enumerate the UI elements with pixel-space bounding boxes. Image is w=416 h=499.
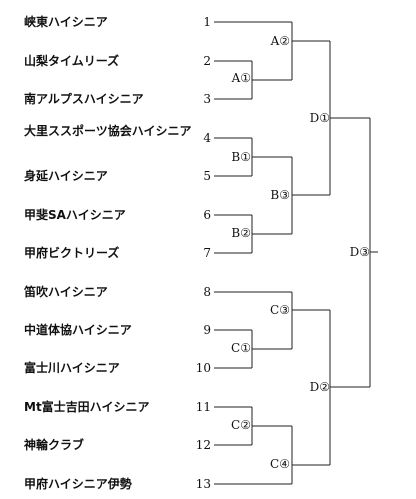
team-name-12: 神輪クラブ [24,438,85,452]
team-name-1: 峡東ハイシニア [24,15,108,29]
match-label-c2: C② [231,418,251,432]
seed-number-8: 8 [203,285,211,299]
match-label-d2: D② [309,380,330,394]
match-label-b3: B③ [270,188,290,202]
team-name-4: 大里ススポーツ協会ハイシニア [24,124,192,138]
seed-number-3: 3 [203,92,211,106]
team-name-8: 笛吹ハイシニア [24,285,108,299]
seed-number-4: 4 [203,131,211,145]
match-label-c4: C④ [270,457,290,471]
match-label-a2: A② [270,34,290,48]
team-name-9: 中道体協ハイシニア [24,323,132,337]
match-label-a1: A① [231,71,251,85]
team-name-3: 南アルプスハイシニア [24,92,144,106]
seed-number-7: 7 [203,246,211,260]
seed-number-5: 5 [203,169,211,183]
seed-number-11: 11 [195,400,211,414]
team-name-13: 甲府ハイシニア伊勢 [24,477,132,491]
team-name-11: Mt富士吉田ハイシニア [24,400,150,414]
match-label-b1: B① [231,150,251,164]
team-name-6: 甲斐SAハイシニア [24,208,126,222]
seed-number-10: 10 [195,361,211,375]
seed-number-13: 13 [195,477,211,491]
seed-number-1: 1 [203,15,211,29]
seed-number-6: 6 [203,208,211,222]
team-name-2: 山梨タイムリーズ [24,54,120,68]
seed-number-2: 2 [203,54,211,68]
match-label-c3: C③ [270,303,290,317]
seed-number-12: 12 [195,438,211,452]
team-name-5: 身延ハイシニア [24,169,108,183]
match-label-d1: D① [309,111,330,125]
team-name-10: 富士川ハイシニア [24,361,120,375]
match-label-b2: B② [231,226,251,240]
team-name-7: 甲府ビクトリーズ [24,246,120,260]
match-label-c1: C① [231,341,251,355]
match-label-d3: D③ [349,245,370,259]
seed-number-9: 9 [203,323,211,337]
